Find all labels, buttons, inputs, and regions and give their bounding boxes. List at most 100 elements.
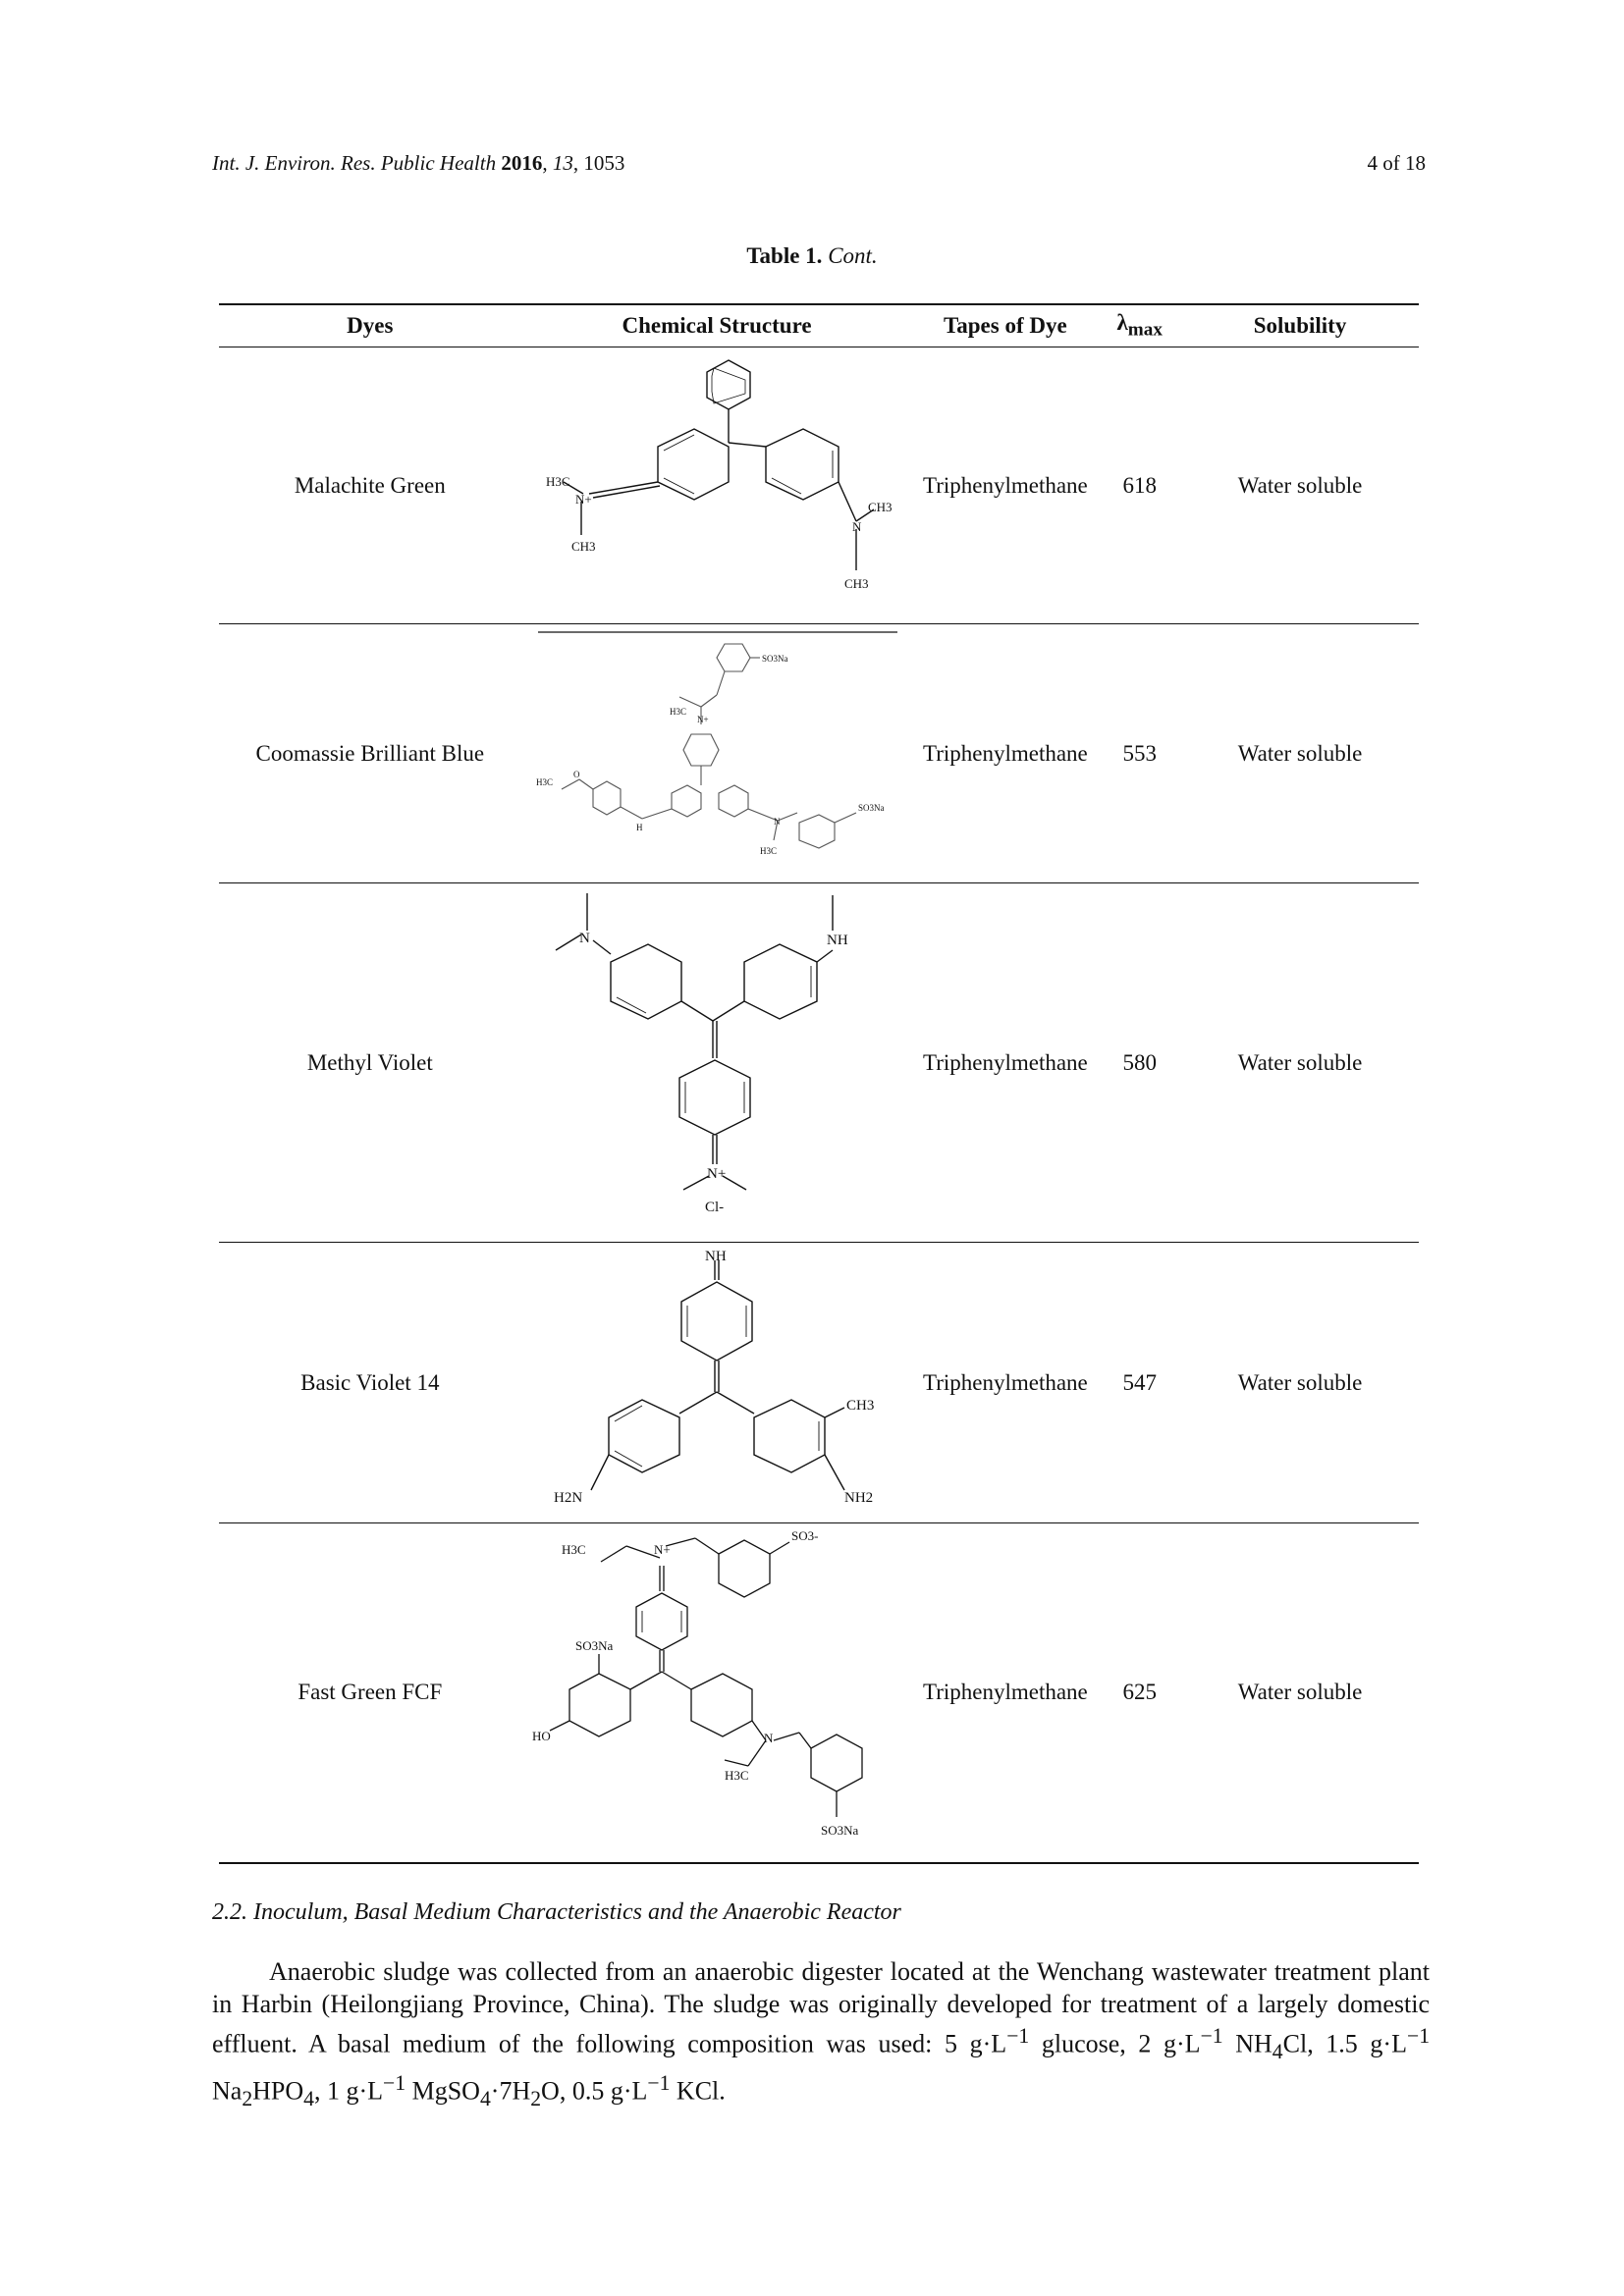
col-dyes: Dyes — [219, 303, 521, 347]
structure-label: HO — [532, 1729, 551, 1743]
structure-label: SO3Na — [575, 1638, 614, 1653]
structure-label: H3C — [725, 1768, 749, 1783]
formula-run: NH — [1222, 2029, 1272, 2058]
structure-label: O — [573, 770, 580, 779]
formula-run: Na — [212, 2077, 243, 2106]
formula-run: KCl. — [670, 2077, 726, 2106]
lambda-subscript: max — [1127, 319, 1163, 341]
paragraph-text: Anaerobic sludge was collected from an a… — [212, 1957, 1430, 2058]
dye-table: Dyes Chemical Structure Tapes of Dye λma… — [219, 303, 1419, 1864]
structure-label: Cl- — [705, 1200, 724, 1215]
dye-type: Triphenylmethane — [912, 1522, 1099, 1864]
dye-type: Triphenylmethane — [912, 623, 1099, 883]
journal-year: 2016 — [501, 151, 543, 175]
formula-run: ·7H — [490, 2077, 531, 2106]
body-paragraph: Anaerobic sludge was collected from an a… — [212, 1956, 1430, 2115]
structure-cell: H3C N+ SO3- SO3Na HO N H3C SO3Na — [520, 1522, 913, 1864]
structure-label: H3C — [536, 777, 553, 787]
basic-violet-14-structure: NH CH3 H2N NH2 — [554, 1249, 874, 1506]
structure-label: CH3 — [846, 1398, 874, 1414]
dye-name: Coomassie Brilliant Blue — [219, 623, 521, 883]
structure-label: N+ — [575, 492, 592, 507]
formula-sub: 4 — [1272, 2039, 1283, 2063]
formula-sub: 2 — [242, 2087, 253, 2111]
lambda-max: 580 — [1098, 882, 1182, 1243]
journal-name: Int. J. Environ. Res. Public Health — [212, 151, 497, 175]
structure-label: H3C — [670, 707, 686, 717]
lambda-max: 547 — [1098, 1242, 1182, 1523]
structure-label: CH3 — [868, 500, 893, 514]
structure-cell: SO3Na H3C N+ H3C O H N SO3Na H3C — [520, 623, 913, 883]
structure-label: CH3 — [844, 576, 869, 591]
structure-label: NH — [827, 933, 848, 948]
structure-cell: NH CH3 H2N NH2 — [520, 1242, 913, 1523]
running-header: Int. J. Environ. Res. Public Health 2016… — [212, 151, 1426, 181]
journal-volume: 13 — [552, 151, 573, 175]
structure-label: SO3- — [791, 1528, 818, 1543]
table-header-row: Dyes Chemical Structure Tapes of Dye λma… — [219, 303, 1419, 347]
dye-type: Triphenylmethane — [912, 1242, 1099, 1523]
table-row: Methyl Violet — [219, 882, 1419, 1243]
solubility: Water soluble — [1181, 347, 1419, 624]
formula-sup: −1 — [647, 2071, 671, 2096]
formula-sup: −1 — [1006, 2024, 1030, 2048]
structure-label: H2N — [554, 1490, 582, 1506]
lambda-symbol: λ — [1116, 310, 1128, 336]
table-row: Coomassie Brilliant Blue — [219, 623, 1419, 883]
lambda-max: 553 — [1098, 623, 1182, 883]
solubility: Water soluble — [1181, 1242, 1419, 1523]
formula-run: MgSO — [406, 2077, 480, 2106]
formula-run: 5 g·L — [945, 2029, 1007, 2058]
structure-label: SO3Na — [821, 1823, 859, 1838]
dye-name: Methyl Violet — [219, 882, 521, 1243]
page-number: 4 of 18 — [1367, 151, 1427, 175]
formula-sub: 4 — [303, 2087, 314, 2111]
structure-label: N+ — [697, 715, 709, 724]
table-row: Basic Violet 14 — [219, 1242, 1419, 1523]
dye-name: Fast Green FCF — [219, 1522, 521, 1864]
table-label: Table 1. — [746, 243, 823, 268]
structure-label: N — [579, 931, 590, 946]
formula-run: O, 0.5 g·L — [541, 2077, 648, 2106]
structure-label: H3C — [760, 846, 777, 856]
structure-label: N — [852, 519, 862, 534]
structure-cell: H3C N+ CH3 N CH3 CH3 — [520, 347, 913, 624]
table-row: Fast Green FCF — [219, 1522, 1419, 1864]
formula-sub: 2 — [530, 2087, 542, 2111]
table-cont: Cont. — [828, 243, 878, 268]
structure-label: SO3Na — [762, 654, 788, 664]
formula-sub: 4 — [479, 2087, 491, 2111]
malachite-green-structure: H3C N+ CH3 N CH3 CH3 — [546, 358, 893, 591]
formula-sup: −1 — [1200, 2024, 1223, 2048]
formula-run: glucose, 2 g·L — [1029, 2029, 1201, 2058]
coomassie-brilliant-blue-structure: SO3Na H3C N+ H3C O H N SO3Na H3C — [536, 630, 898, 856]
structure-label: H3C — [562, 1542, 586, 1557]
dye-type: Triphenylmethane — [912, 347, 1099, 624]
structure-label: H — [636, 823, 643, 832]
structure-label: N — [764, 1731, 774, 1745]
structure-label: NH2 — [844, 1490, 873, 1506]
solubility: Water soluble — [1181, 1522, 1419, 1864]
section-heading: 2.2. Inoculum, Basal Medium Characterist… — [212, 1899, 901, 1925]
structure-label: N+ — [654, 1542, 671, 1557]
col-solubility: Solubility — [1181, 303, 1419, 347]
structure-label: CH3 — [571, 539, 596, 554]
structure-label: NH — [705, 1249, 727, 1264]
article-number: 1053 — [583, 151, 625, 175]
dye-name: Basic Violet 14 — [219, 1242, 521, 1523]
col-type: Tapes of Dye — [912, 303, 1099, 347]
structure-label: H3C — [546, 474, 570, 489]
methyl-violet-structure: N NH N+ Cl- — [555, 892, 848, 1215]
formula-sup: −1 — [383, 2071, 406, 2096]
formula-run: Cl, 1.5 g·L — [1282, 2029, 1407, 2058]
structure-label: N+ — [707, 1166, 726, 1182]
lambda-max: 618 — [1098, 347, 1182, 624]
structure-label: SO3Na — [858, 803, 885, 813]
col-structure: Chemical Structure — [520, 303, 913, 347]
dye-type: Triphenylmethane — [912, 882, 1099, 1243]
citation: Int. J. Environ. Res. Public Health 2016… — [212, 151, 625, 175]
lambda-max: 625 — [1098, 1522, 1182, 1864]
structure-label: N — [774, 817, 781, 827]
formula-sup: −1 — [1406, 2024, 1431, 2048]
table-row: Malachite Green — [219, 347, 1419, 624]
